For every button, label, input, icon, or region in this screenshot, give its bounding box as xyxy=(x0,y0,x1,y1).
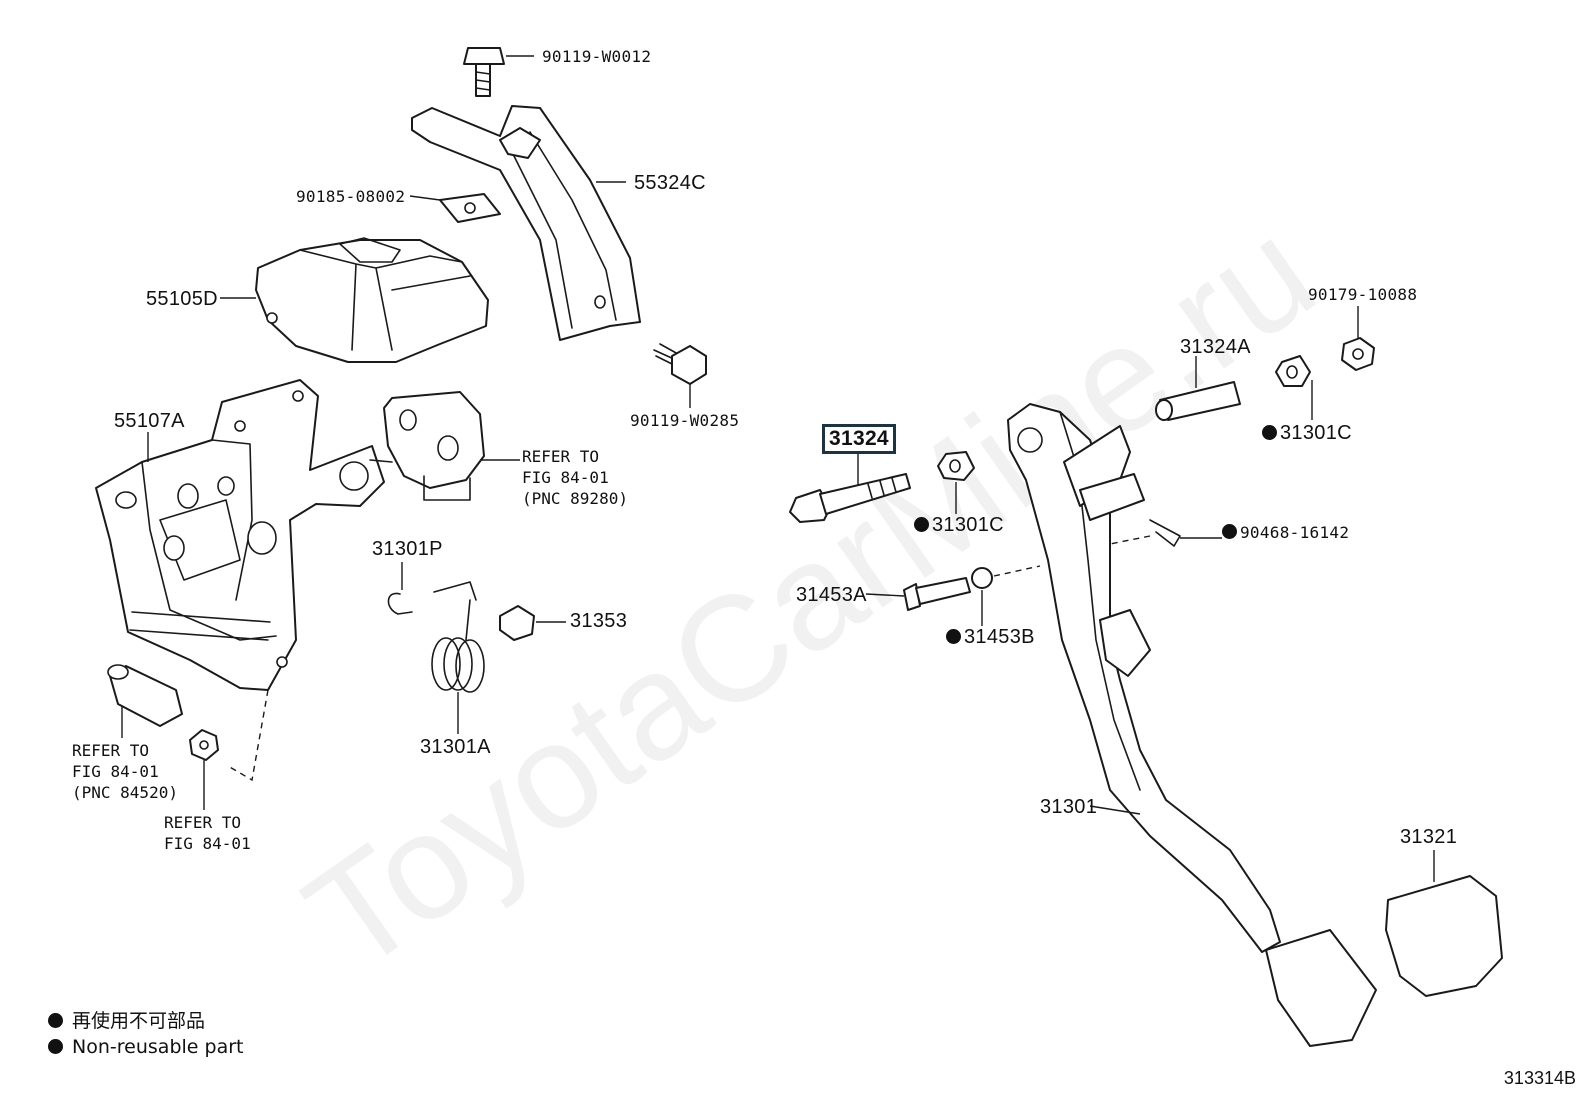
non-reusable-dot-icon xyxy=(914,517,929,532)
dashed-line-sensor xyxy=(227,689,269,782)
collar-31324a xyxy=(1155,356,1241,421)
pedal-pad-31321 xyxy=(1385,850,1503,997)
part-label-55105d[interactable]: 55105D xyxy=(146,288,218,310)
part-label-31301a[interactable]: 31301A xyxy=(420,736,491,758)
non-reusable-dot-icon xyxy=(946,629,961,644)
illustration-code: 313314B xyxy=(1503,1068,1576,1088)
part-label-90185-08002[interactable]: 90185-08002 xyxy=(296,187,406,206)
part-label-31301c-right[interactable]: 31301C xyxy=(1262,422,1352,444)
non-reusable-dot-icon xyxy=(1222,524,1237,539)
stop-lamp-switch xyxy=(369,391,485,501)
legend-line-non-reusable: Non-reusable part xyxy=(48,1036,243,1058)
return-spring-31301a xyxy=(431,581,485,734)
bolt-31324 xyxy=(789,452,911,523)
filled-circle-icon xyxy=(48,1013,63,1028)
bolt-90119-w0285 xyxy=(653,343,707,385)
cover-55105d xyxy=(255,237,489,363)
clip-31301p xyxy=(387,562,413,615)
part-label-90119-w0285[interactable]: 90119-W0285 xyxy=(630,411,740,430)
part-label-31453b[interactable]: 31453B xyxy=(946,626,1035,648)
part-label-31324a[interactable]: 31324A xyxy=(1180,336,1251,358)
bushing-31301c-center xyxy=(937,451,975,514)
clip-nut-90185-08002 xyxy=(439,193,501,223)
legend-line-japanese: 再使用不可部品 xyxy=(48,1010,205,1032)
part-label-90119-w0012[interactable]: 90119-W0012 xyxy=(542,47,652,66)
part-label-31321[interactable]: 31321 xyxy=(1400,826,1458,848)
nut-90179-10088 xyxy=(1341,306,1375,371)
nut-fig-84-01 xyxy=(189,729,219,761)
part-label-31353[interactable]: 31353 xyxy=(570,610,628,632)
filled-circle-icon xyxy=(48,1039,63,1054)
bracket-55324c xyxy=(411,105,641,341)
part-label-90179-10088[interactable]: 90179-10088 xyxy=(1308,285,1418,304)
bushing-31453b xyxy=(971,565,1041,626)
part-label-55107a[interactable]: 55107A xyxy=(114,410,185,432)
sensor-84520 xyxy=(107,664,183,727)
part-label-31453a[interactable]: 31453A xyxy=(796,584,867,606)
non-reusable-dot-icon xyxy=(1262,425,1277,440)
leader-90185 xyxy=(409,195,441,201)
part-label-31301c-center[interactable]: 31301C xyxy=(914,514,1004,536)
clip-90468-16142 xyxy=(1089,519,1222,549)
part-label-31301p[interactable]: 31301P xyxy=(372,538,443,560)
part-label-31301[interactable]: 31301 xyxy=(1040,796,1098,818)
part-label-31324-highlighted[interactable]: 31324 xyxy=(822,424,896,454)
part-label-55324c[interactable]: 55324C xyxy=(634,172,706,194)
brake-pedal-arm-31301 xyxy=(1007,403,1377,1047)
bolt-90119-w0012 xyxy=(463,47,505,97)
bushing-31353 xyxy=(499,605,566,641)
clevis-pin-31453a xyxy=(865,577,971,611)
part-label-90468-16142[interactable]: 90468-16142 xyxy=(1222,522,1349,543)
pedal-bracket-55107a xyxy=(95,379,385,691)
bushing-31301c-right xyxy=(1275,355,1313,420)
